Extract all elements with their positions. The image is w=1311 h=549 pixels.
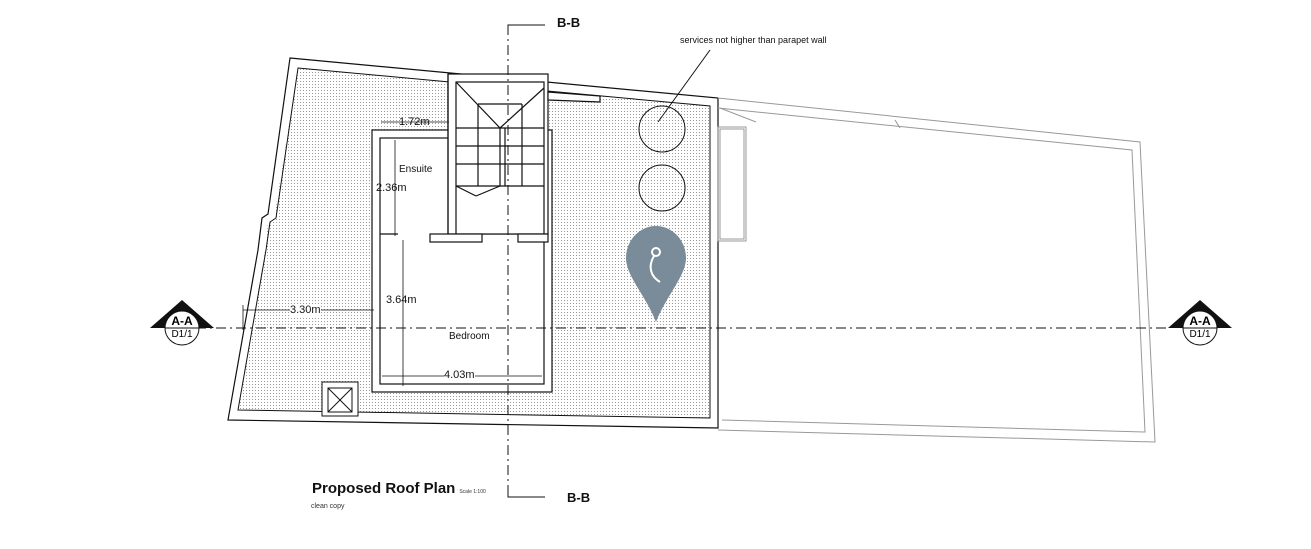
- location-pin-icon: [626, 226, 686, 322]
- title-block: Proposed Roof Plan Scale 1:100: [312, 480, 486, 498]
- rooflight-box: [321, 381, 359, 417]
- dim-4-03: 4.03m: [444, 369, 475, 382]
- room-label-ensuite: Ensuite: [399, 164, 433, 175]
- section-label-aa: A-A: [171, 314, 193, 328]
- sheet-ref: D1/1: [171, 329, 193, 340]
- dim-3-64: 3.64m: [386, 294, 417, 306]
- sheet-ref: D1/1: [1189, 329, 1211, 340]
- note-leader: [657, 49, 711, 123]
- room-block: [371, 73, 601, 393]
- dim-3-30: 3.30m: [290, 304, 321, 317]
- drawing-subtitle: clean copy: [311, 503, 345, 510]
- section-label-aa: A-A: [1189, 314, 1211, 328]
- section-label-bb-bottom: B-B: [567, 490, 591, 505]
- dim-1-72: 1.72m: [399, 116, 430, 128]
- dim-2-36: 2.36m: [376, 182, 407, 194]
- section-label-bb-top: B-B: [557, 15, 581, 30]
- section-line-bb: [507, 24, 545, 498]
- service-circle-1: [638, 105, 686, 153]
- section-marker-right: [1168, 300, 1232, 346]
- services-note: services not higher than parapet wall: [680, 35, 827, 45]
- service-circle-2: [638, 164, 686, 212]
- section-marker-right-text: A-A D1/1: [1160, 300, 1240, 350]
- neighbour-outline: [717, 97, 1156, 443]
- room-label-bedroom: Bedroom: [449, 331, 490, 342]
- drawing-scale: Scale 1:100: [459, 489, 486, 495]
- section-marker-left-text: A-A D1/1: [142, 300, 222, 350]
- drawing-title: Proposed Roof Plan: [312, 480, 456, 497]
- section-marker-left: [150, 300, 214, 346]
